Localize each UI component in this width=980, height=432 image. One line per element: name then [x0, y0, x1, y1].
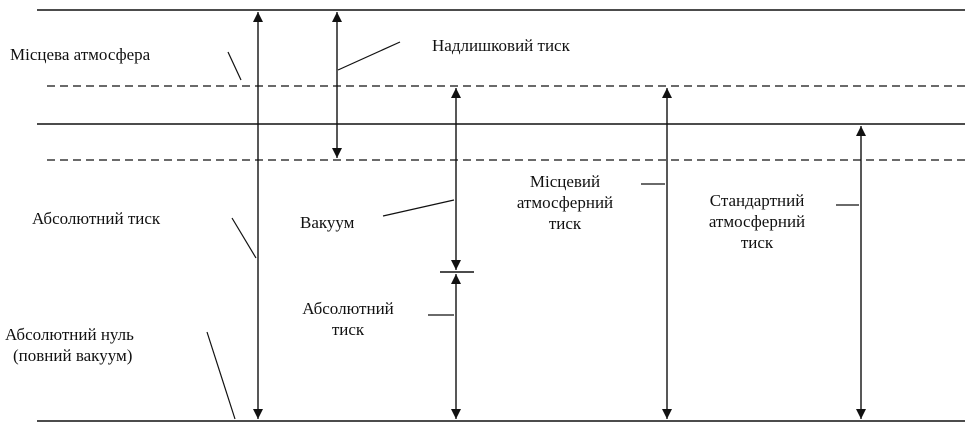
absolute-pressure-left-leader	[231, 217, 257, 259]
standard-atmospheric-pressure-line-1: Стандартний	[709, 191, 805, 210]
vacuum-label: Вакуум	[300, 213, 355, 232]
gauge-pressure-leader	[337, 41, 401, 71]
local-atmospheric-pressure-line-1: Місцевий	[529, 172, 601, 191]
local-atmospheric-pressure-line-3: тиск	[548, 214, 582, 233]
standard-atmospheric-pressure-line-3: тиск	[740, 233, 774, 252]
absolute-pressure-mid-line-2: тиск	[331, 320, 365, 339]
local-atmosphere-label: Місцева атмосфера	[10, 45, 151, 64]
vacuum-leader	[382, 199, 455, 217]
absolute-zero-leader	[206, 331, 236, 420]
standard-atmospheric-pressure-label: Стандартний атмосферний тиск	[692, 190, 822, 253]
absolute-zero-label: Абсолютний нуль (повний вакуум)	[5, 324, 134, 366]
local-atmospheric-pressure-line-2: атмосферний	[516, 193, 614, 212]
local-atmospheric-pressure-label: Місцевий атмосферний тиск	[505, 171, 625, 234]
gauge-pressure-label: Надлишковий тиск	[432, 36, 570, 55]
absolute-pressure-mid-label: Абсолютний тиск	[283, 298, 413, 340]
absolute-pressure-mid-line-1: Абсолютний	[302, 299, 394, 318]
absolute-zero-line-2: (повний вакуум)	[13, 346, 133, 365]
absolute-zero-line-1: Абсолютний нуль	[5, 325, 134, 344]
standard-atmospheric-pressure-line-2: атмосферний	[708, 212, 806, 231]
absolute-pressure-left-label: Абсолютний тиск	[32, 209, 161, 228]
local-atmosphere-leader	[227, 51, 242, 81]
